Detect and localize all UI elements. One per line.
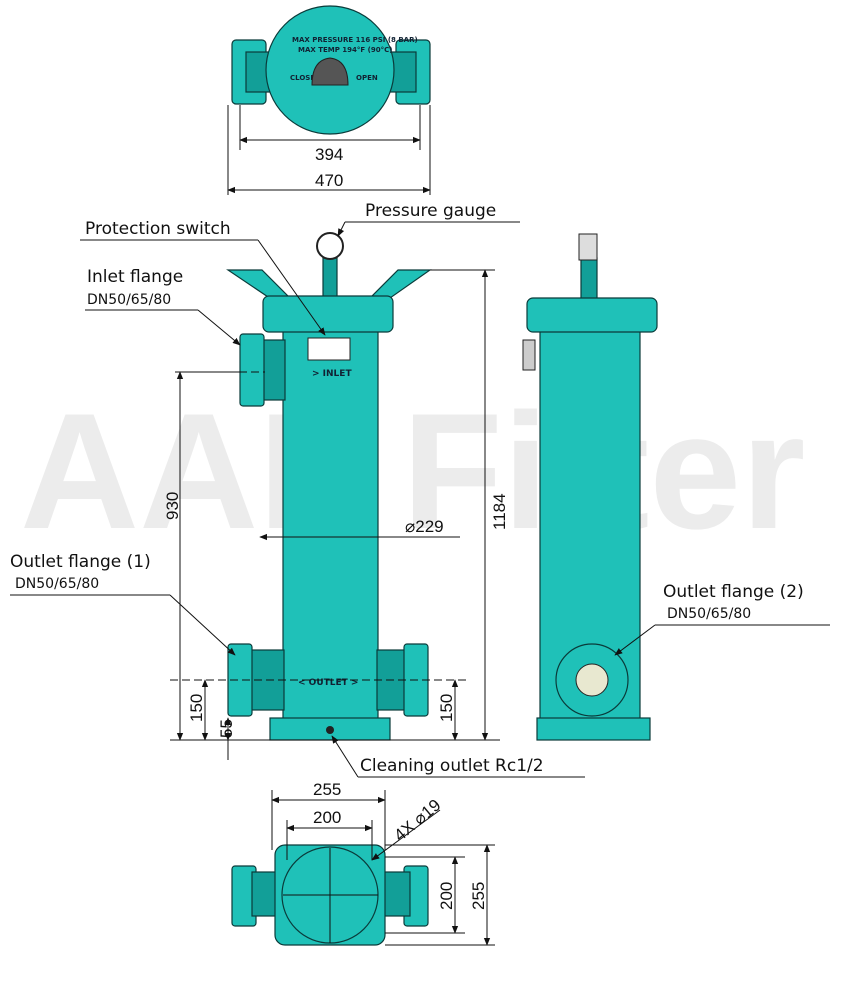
inlet-pipe <box>262 339 286 401</box>
dim-55: 55 <box>217 719 236 738</box>
side-lid-cap <box>526 297 658 333</box>
dim-150-right: 150 <box>437 694 456 722</box>
cap-text-temp: MAX TEMP 194°F (90°C) <box>298 46 392 54</box>
side-protection-switch <box>522 339 536 371</box>
side-base <box>536 717 651 741</box>
top-gauge-knob <box>311 57 349 86</box>
callout-pressure-gauge: Pressure gauge <box>365 201 496 221</box>
dim-150-left: 150 <box>187 694 206 722</box>
inlet-flange <box>239 333 265 407</box>
callout-outlet-flange-2: Outlet flange (2) <box>663 582 804 602</box>
side-view <box>522 233 658 741</box>
dim-200-height: 200 <box>437 882 456 910</box>
outlet-marking: < OUTLET > <box>298 678 358 688</box>
callout-cleaning-outlet: Cleaning outlet Rc1/2 <box>360 756 544 776</box>
dim-470: 470 <box>315 171 343 190</box>
callout-inlet-flange: Inlet flange <box>87 267 183 287</box>
top-view: MAX PRESSURE 116 PSI (8 BAR) MAX TEMP 19… <box>227 5 431 195</box>
dim-200-width: 200 <box>313 808 341 827</box>
dim-255-width: 255 <box>313 780 341 799</box>
dim-1184: 1184 <box>490 493 509 530</box>
dim-diameter-229: ⌀229 <box>405 517 444 536</box>
callout-outlet-flange-1-size: DN50/65/80 <box>15 576 99 592</box>
callout-inlet-flange-size: DN50/65/80 <box>87 292 171 308</box>
gauge-stem <box>322 257 338 299</box>
outlet-flange-left <box>227 643 253 717</box>
callout-outlet-flange-2-size: DN50/65/80 <box>667 606 751 622</box>
callout-protection-switch: Protection switch <box>85 219 231 239</box>
dim-4x-19: 4X ⌀19 <box>390 795 444 845</box>
watermark: AAL Filter <box>20 379 805 563</box>
dim-930: 930 <box>163 492 182 520</box>
side-pressure-gauge <box>578 233 598 261</box>
callout-outlet-flange-1: Outlet flange (1) <box>10 552 151 572</box>
lid-cap <box>262 295 394 333</box>
cleaning-outlet <box>326 726 334 734</box>
dim-394: 394 <box>315 145 343 164</box>
bottom-view: 255 200 4X ⌀19 200 255 <box>231 780 495 946</box>
housing-cylinder <box>282 329 379 723</box>
protection-switch <box>307 337 351 361</box>
side-gauge-stem <box>580 257 598 301</box>
cap-text-pressure: MAX PRESSURE 116 PSI (8 BAR) <box>292 36 418 44</box>
open-label: OPEN <box>356 74 378 82</box>
front-view: > INLET < OUTLET > 930 1184 ⌀229 150 55 … <box>163 232 509 760</box>
inlet-marking: > INLET <box>312 369 352 379</box>
dim-255-height: 255 <box>469 882 488 910</box>
callouts: Pressure gauge Protection switch Inlet f… <box>10 201 830 778</box>
close-label: CLOSE <box>290 74 315 82</box>
side-outlet-bore <box>575 663 609 697</box>
pressure-gauge <box>316 232 344 260</box>
